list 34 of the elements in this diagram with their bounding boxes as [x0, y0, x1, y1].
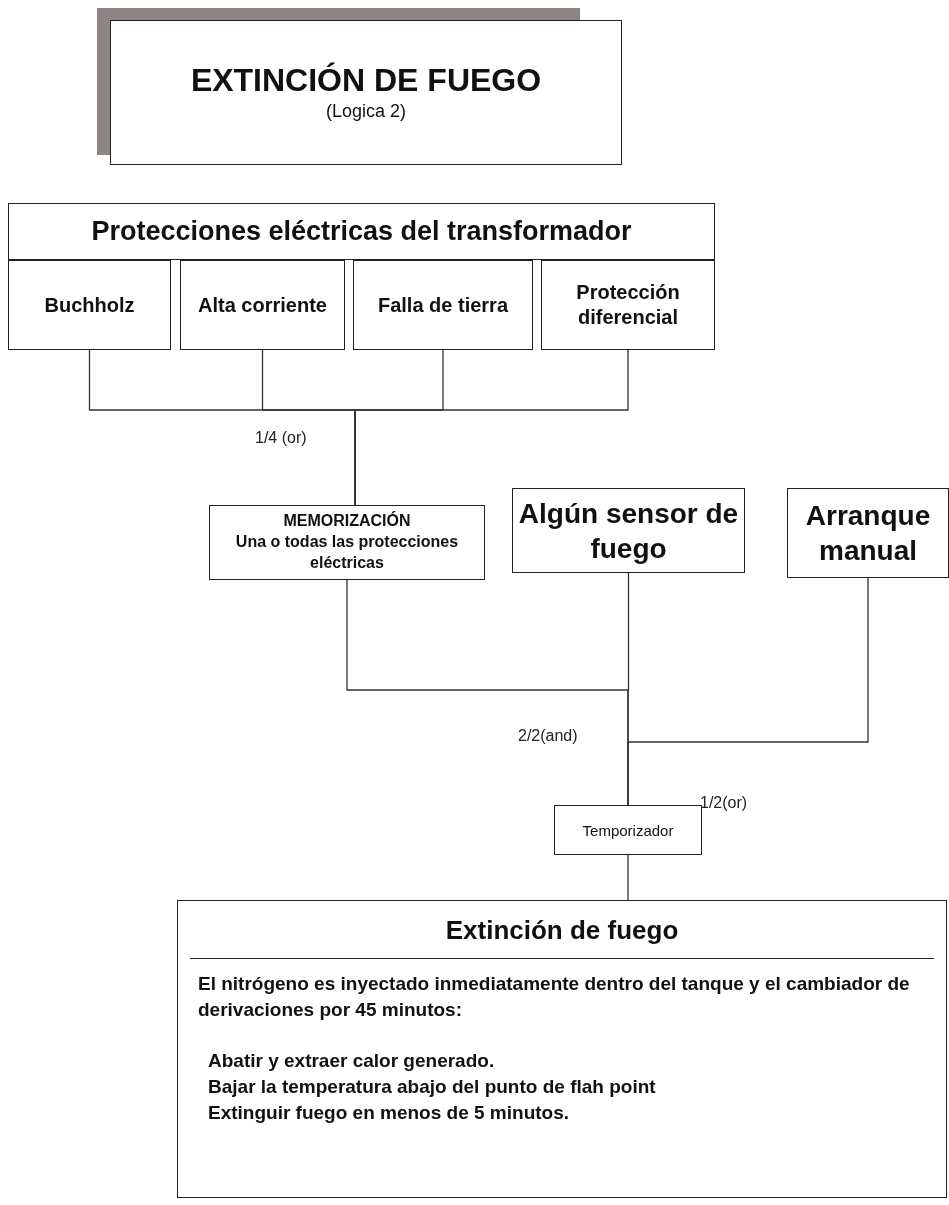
box-text: Abatir y extraer calor generado.: [208, 1049, 496, 1074]
box-text: Falla de tierra: [377, 292, 509, 318]
box-text: Alta corriente: [198, 292, 327, 318]
title-box: [110, 20, 622, 165]
process-box: [787, 488, 949, 578]
box-heading: MEMORIZACIÓN: [283, 511, 411, 532]
process-box: [512, 488, 745, 573]
box-text: Protecciones eléctricas del transformador: [91, 216, 632, 247]
box-heading: Extinción de fuego: [190, 901, 934, 959]
box-text: Extinguir fuego en menos de 5 minutos.: [208, 1100, 571, 1125]
box-text: Buchholz: [44, 292, 135, 318]
action-box: [177, 900, 947, 1198]
box-text: El nitrógeno es inyectado inmediatamente dentro del tanque y el cambiador de derivaciones por 45 minutos:: [198, 972, 911, 1022]
box-heading: EXTINCIÓN DE FUEGO: [190, 63, 542, 99]
box-text: Arranque manual: [804, 499, 932, 568]
connector-line: [354, 349, 629, 506]
process-box: [541, 260, 715, 350]
box-text: (Logica 2): [325, 100, 406, 122]
box-text: Protección diferencial: [575, 280, 681, 330]
connector-line: [627, 854, 629, 901]
process-box: [8, 203, 715, 260]
box-text: Temporizador: [582, 821, 674, 839]
process-box: [8, 260, 171, 350]
timer-box: [554, 805, 702, 855]
logic-label: 1/4 (or): [255, 429, 307, 447]
box-text: Algún sensor de fuego: [517, 496, 740, 566]
box-text: Una o todas las protecciones eléctricas: [234, 532, 460, 573]
process-box: [180, 260, 345, 350]
logic-label: 1/2(or): [700, 794, 748, 812]
logic-label: 2/2(and): [518, 727, 578, 745]
box-text: Bajar la temperatura abajo del punto de flah point: [208, 1074, 657, 1099]
connector-line: [627, 577, 869, 806]
process-box: [353, 260, 533, 350]
process-box: [209, 505, 485, 580]
